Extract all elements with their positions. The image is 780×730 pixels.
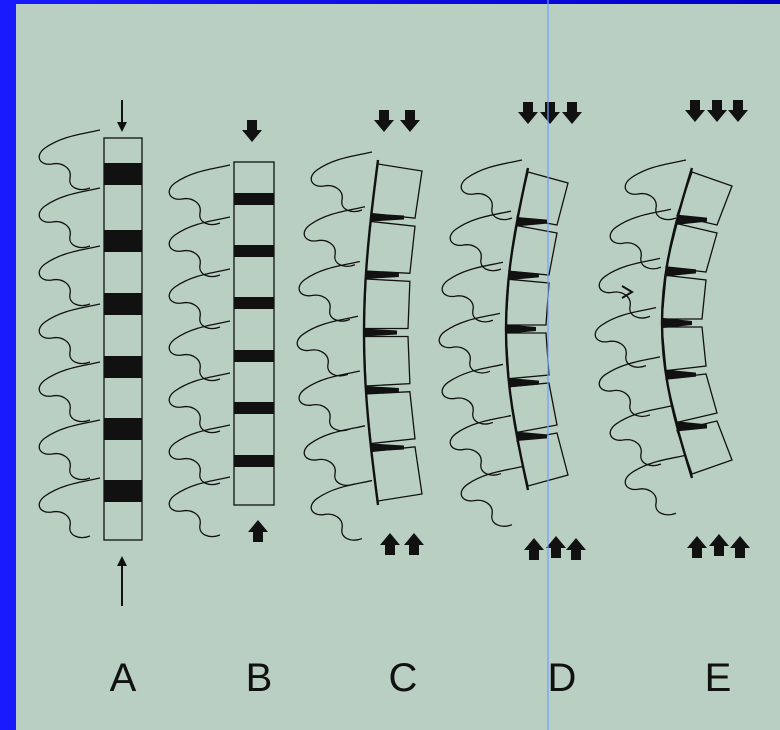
column-d-disc-2 [509,271,539,280]
column-e-disc-4 [666,370,696,380]
label-b: B [229,656,289,701]
arrow-d-bottom-1 [524,538,544,560]
column-d-facet-4 [442,364,503,424]
column-a-facet-5 [39,420,100,480]
arrow-e-bottom-3 [730,536,750,558]
arrow-c-top-2 [400,110,420,132]
label-c: C [373,656,433,701]
column-d-disc-3 [506,324,536,333]
column-c-vertebra-5 [371,447,422,501]
column-e-disc-5 [677,421,707,431]
arrow-a-bottom-head [117,556,127,566]
column-a-disc-4 [104,418,142,440]
column-c-facet-6 [311,481,372,541]
column-c-facet-5 [304,426,365,486]
label-e: E [688,656,748,701]
arrow-d-top-1 [518,102,538,124]
column-d-disc-1 [517,217,547,226]
column-d-disc-5 [517,432,547,441]
column-c-disc-3 [364,328,397,336]
arrow-d-top-3 [562,102,582,124]
column-a-facet-1 [39,188,100,248]
column-b-facet-1 [169,217,230,277]
arrow-d-top-2 [540,102,560,124]
column-b-body [234,162,274,505]
arrow-d-bottom-2 [546,536,566,558]
column-d-facet-5 [450,416,511,476]
column-c-vertebra-2 [364,279,410,329]
column-c-vertebra-3 [364,337,410,387]
arrow-c-bottom-2 [404,533,424,555]
arrow-a-top-head [117,122,127,132]
column-e-vertebra-3 [662,327,706,371]
column-b-facet-4 [169,373,230,433]
column-b-disc-2 [234,297,274,309]
column-d-vertebra-3 [506,333,549,379]
column-b-disc-0 [234,193,274,205]
column-d-disc-4 [509,378,539,387]
label-a: A [93,656,153,701]
column-b-facet-5 [169,425,230,485]
column-a-facet-4 [39,362,100,422]
column-c-facet-4 [299,371,360,431]
arrow-c-top-1 [374,110,394,132]
column-c-facet-0 [311,152,372,212]
arrow-d-bottom-3 [566,538,586,560]
column-c-facet-2 [299,262,360,322]
column-a-facet-3 [39,304,100,364]
column-c-disc-5 [371,443,404,451]
column-d-vertebra-2 [506,279,549,325]
arrow-c-bottom-1 [380,533,400,555]
arrow-e-top-3 [728,100,748,122]
arrow-e-bottom-1 [687,536,707,558]
arrow-e-bottom-2 [709,534,729,556]
column-e-disc-2 [666,266,696,276]
column-d-facet-0 [461,160,522,220]
column-c-disc-1 [371,213,404,221]
arrow-e-top-1 [685,100,705,122]
column-a-facet-2 [39,246,100,306]
column-a-disc-3 [104,356,142,378]
arrow-b-bottom [248,520,268,542]
column-d-facet-3 [439,313,500,373]
label-d: D [532,656,592,701]
column-c-vertebra-0 [371,164,422,218]
column-e-facet-5 [610,406,671,466]
column-e-facet-0 [625,160,686,220]
column-e-facet-6 [625,455,686,515]
column-a-disc-1 [104,230,142,252]
arrow-e-top-2 [707,100,727,122]
column-b-disc-5 [234,455,274,467]
column-a-disc-0 [104,163,142,185]
column-b-disc-4 [234,402,274,414]
column-a-disc-2 [104,293,142,315]
column-c-facet-3 [297,316,358,376]
column-c-vertebra-4 [366,392,415,444]
column-a-facet-6 [39,478,100,538]
column-e-vertebra-2 [662,275,706,319]
column-b-facet-6 [169,477,230,537]
column-b-disc-1 [234,245,274,257]
column-e-disc-1 [677,215,707,225]
column-c-vertebra-1 [366,222,415,274]
column-b-facet-0 [169,165,230,225]
arrow-b-top [242,120,262,142]
column-b-facet-2 [169,269,230,329]
column-a-disc-5 [104,480,142,502]
column-e-facet-4 [599,357,660,417]
column-b-disc-3 [234,350,274,362]
column-c-facet-1 [304,207,365,267]
column-a-facet-0 [39,130,100,190]
column-b-facet-3 [169,321,230,381]
column-a-body [104,138,142,540]
column-e-facet-3 [595,308,656,368]
